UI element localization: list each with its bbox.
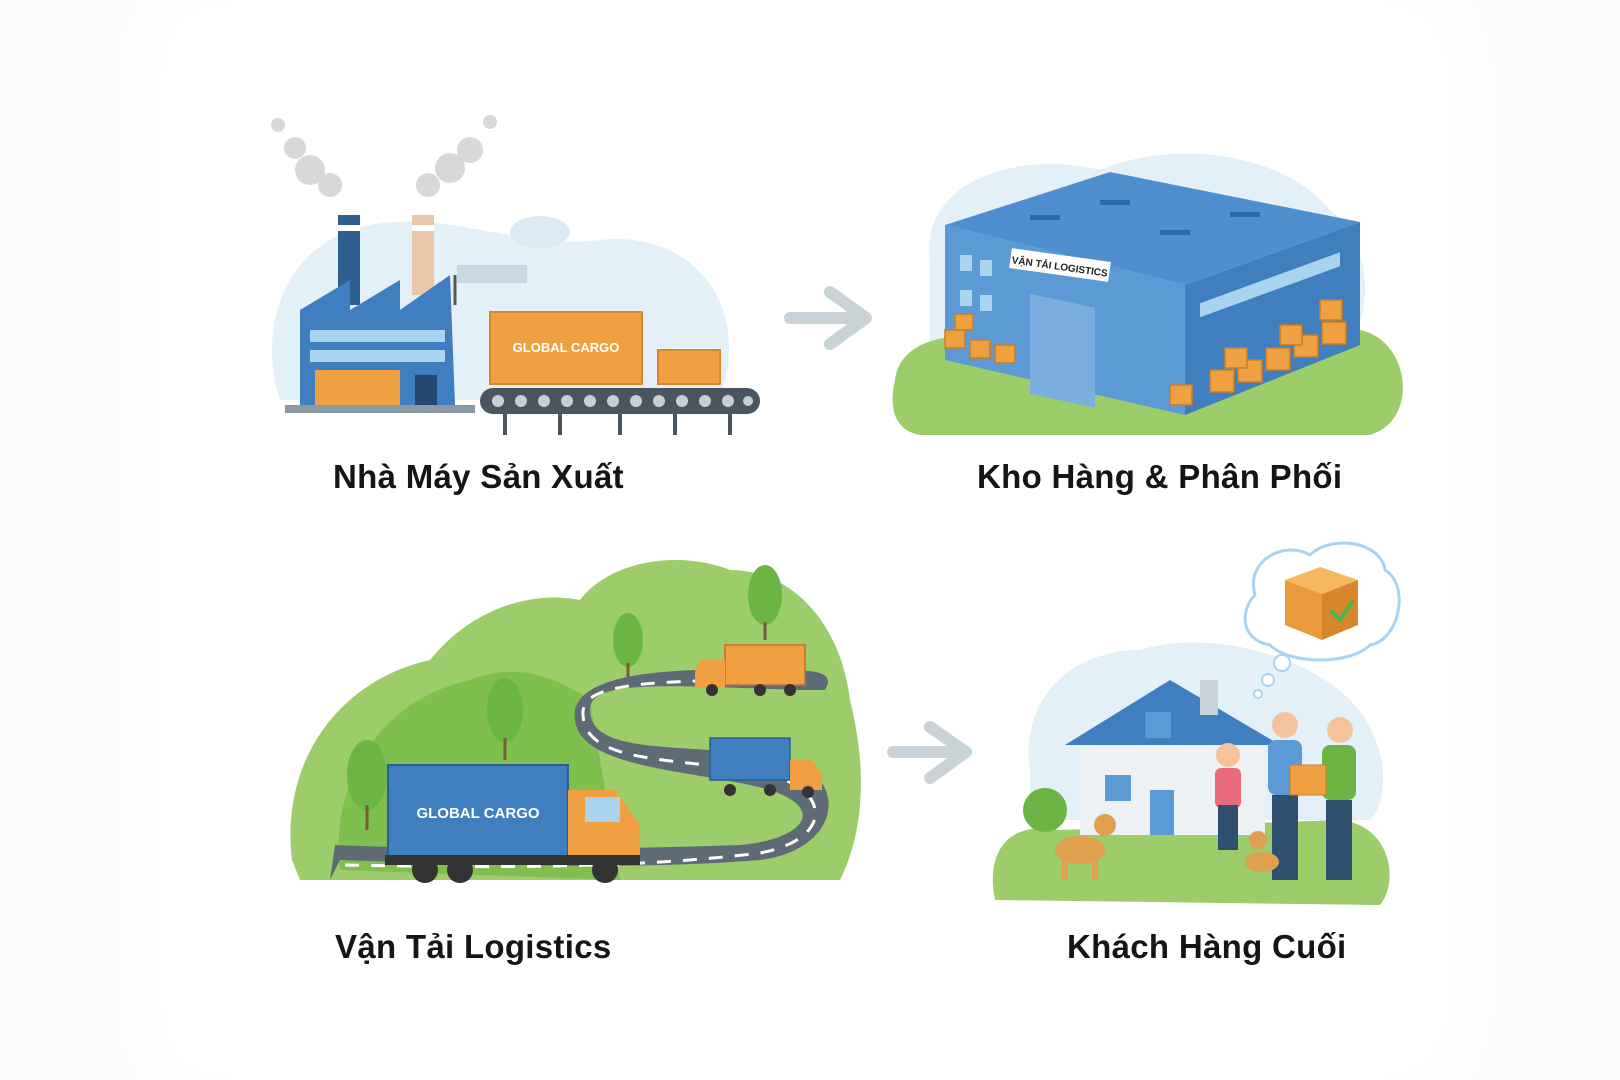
truck-container-label: GLOBAL CARGO: [416, 805, 539, 822]
container-label: GLOBAL CARGO: [513, 340, 620, 355]
truck-icon: GLOBAL CARGO: [385, 764, 640, 883]
warehouse-illustration: VẬN TẢI LOGISTICS: [892, 153, 1403, 435]
family-icon: [1215, 712, 1356, 880]
stage-label-factory: Nhà Máy Sản Xuất: [333, 458, 624, 495]
smoke-icon: [271, 115, 497, 197]
tree-icons: [347, 565, 782, 810]
arrow-right-icon: [784, 286, 872, 350]
factory-illustration: GLOBAL CARGO: [271, 115, 760, 435]
cargo-container: [489, 311, 643, 385]
package-delivered-icon: [1285, 567, 1358, 640]
transport-illustration: GLOBAL CARGO: [290, 560, 861, 883]
truck-icon: [695, 644, 806, 696]
stage-label-transport: Vận Tải Logistics: [335, 928, 612, 965]
customer-illustration: [992, 541, 1401, 905]
stage-label-customer: Khách Hàng Cuối: [1067, 928, 1347, 965]
dog-icon: [1055, 814, 1279, 880]
stage-label-warehouse: Kho Hàng & Phân Phối: [977, 458, 1343, 495]
arrow-right-icon: [887, 721, 972, 784]
boxes: [944, 299, 1347, 406]
truck-icon: [709, 737, 822, 798]
